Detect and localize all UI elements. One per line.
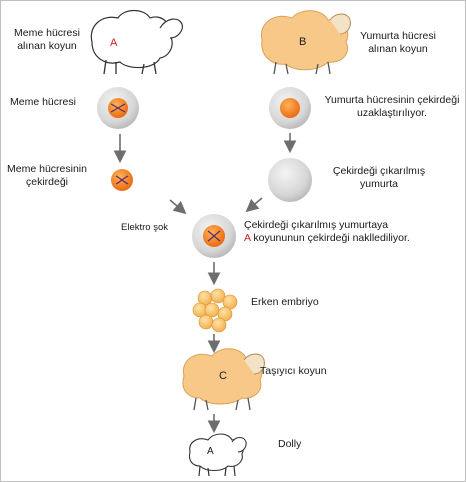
dolly-sheep-icon (188, 433, 247, 477)
surrogate-label: Taşıyıcı koyun (260, 365, 327, 377)
egg-nucleus-removed-label: Yumurta hücresinin çekirdeği uzaklaştırı… (324, 94, 460, 119)
mammary-cell-icon (97, 87, 139, 129)
sheep-a-icon (90, 9, 183, 75)
sheep-b-caption: Yumurta hücresi alınan koyun (360, 30, 436, 55)
sheep-c-icon (182, 348, 265, 411)
enucleated-egg-label: Çekirdeği çıkarılmış yumurta (332, 165, 426, 190)
enucleated-egg-icon (268, 158, 312, 202)
fusion-label: Çekirdeği çıkarılmış yumurtaya A koyunun… (244, 219, 410, 244)
electro-shock-label: Elektro şok (121, 222, 168, 233)
nucleus-label: Meme hücresinin çekirdeği (7, 163, 87, 188)
egg-cell-icon (269, 87, 311, 129)
nucleus-icon (111, 169, 133, 191)
sheep-a-letter: A (110, 37, 118, 49)
embryo-icon (192, 288, 238, 333)
sheep-b-icon (260, 10, 351, 75)
sheep-a-caption: Meme hücresi alınan koyun (14, 27, 80, 52)
dolly-label: Dolly (278, 438, 302, 450)
dolly-letter: A (207, 446, 214, 457)
sheep-b-letter: B (299, 36, 307, 48)
mammary-cell-label: Meme hücresi (10, 96, 76, 108)
fused-cell-icon (192, 214, 236, 258)
embryo-label: Erken embriyo (251, 296, 319, 308)
sheep-c-letter: C (219, 370, 227, 382)
fusion-letter-a: A (244, 232, 251, 244)
arrow-nucleus-to-fusion (169, 199, 187, 215)
arrow-enucleated-to-fusion (245, 197, 263, 213)
